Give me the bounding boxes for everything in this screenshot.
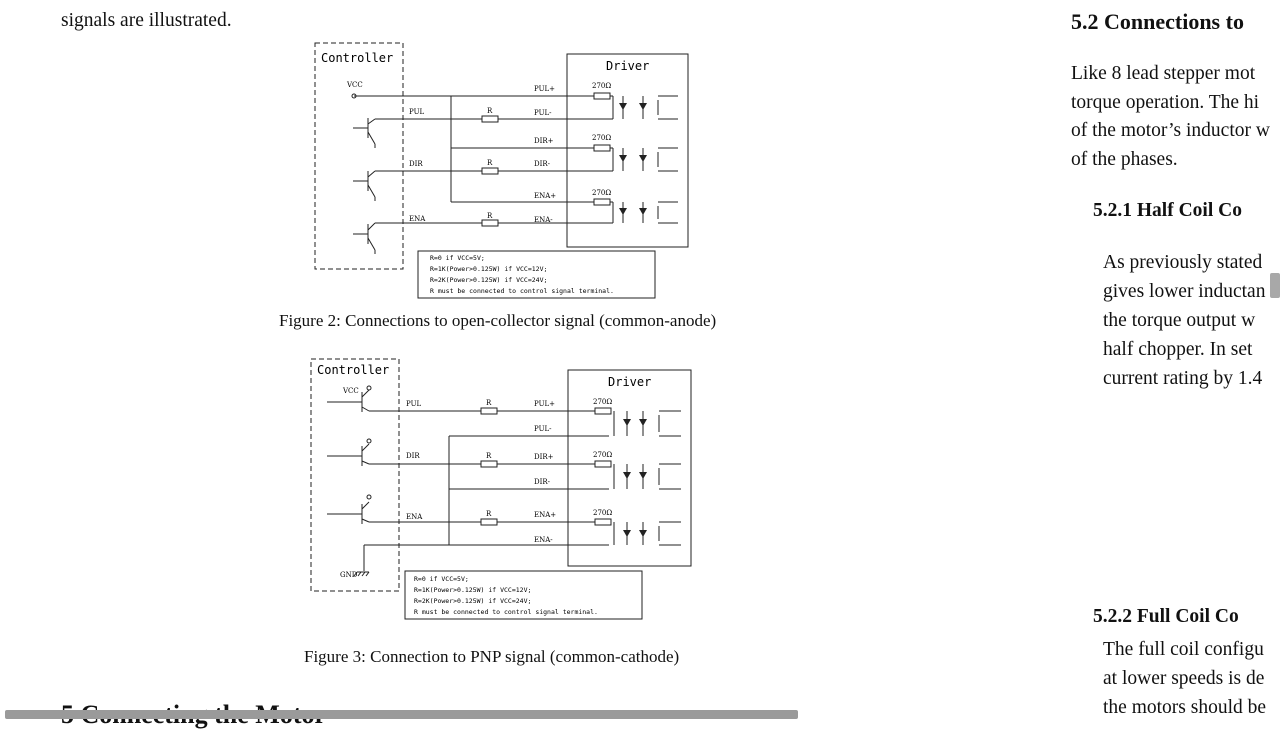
fig3-270-1: 270Ω [593, 398, 612, 406]
fig2-pin-6: ENA- [534, 216, 553, 224]
fig3-gnd-label: GND [340, 571, 358, 579]
sub1-line-5: current rating by 1.4 [1103, 368, 1263, 389]
fig2-r3: R [487, 212, 493, 220]
intro-line-1: Like 8 lead stepper mot [1071, 63, 1256, 84]
fig2-pin-2: PUL- [534, 109, 552, 117]
fig3-270-2: 270Ω [593, 451, 612, 459]
vertical-scrollbar-thumb[interactable] [1270, 273, 1280, 298]
fig3-r2: R [486, 452, 492, 460]
fig3-signal-dir: DIR [406, 452, 420, 460]
sub1-line-3: the torque output w [1103, 310, 1256, 331]
fig2-signal-dir: DIR [409, 160, 423, 168]
fig2-r2: R [487, 159, 493, 167]
figure-2-caption: Figure 2: Connections to open-collector … [279, 311, 717, 330]
section-heading-5-2: 5.2 Connections to [1071, 9, 1244, 34]
fig3-pin-1: PUL+ [534, 400, 555, 408]
fig3-driver-label: Driver [608, 375, 651, 389]
fig3-r1: R [486, 399, 492, 407]
fig2-pin-5: ENA+ [534, 192, 556, 200]
fig2-270-1: 270Ω [592, 82, 611, 90]
fig2-signal-ena: ENA [409, 215, 426, 223]
sub2-line-3: the motors should be [1103, 697, 1267, 718]
fig2-r1: R [487, 107, 493, 115]
fig3-pin-2: PUL- [534, 425, 552, 433]
fig2-note-3: R=2K(Power>0.125W) if VCC=24V; [430, 276, 547, 284]
sub2-line-2: at lower speeds is de [1103, 668, 1265, 689]
fig3-note-3: R=2K(Power>0.125W) if VCC=24V; [414, 597, 531, 605]
intro-line-3: of the motor’s inductor w [1071, 120, 1270, 141]
fig3-vcc-label: VCC [342, 387, 359, 395]
horizontal-scrollbar-thumb[interactable] [5, 710, 798, 719]
figure-3-svg: Controller Driver VCC GND PUL DIR ENA R … [310, 358, 692, 620]
subsection-heading-5-2-1: 5.2.1 Half Coil Co [1093, 200, 1242, 221]
fig2-note-2: R=1K(Power>0.125W) if VCC=12V; [430, 265, 547, 273]
fig3-note-4: R must be connected to control signal te… [414, 608, 598, 616]
fig2-270-2: 270Ω [592, 134, 611, 142]
fig2-note-1: R=0 if VCC=5V; [430, 254, 485, 262]
fig3-pin-4: DIR- [534, 478, 551, 486]
figure-3-diagram: Controller Driver VCC GND PUL DIR ENA R … [309, 356, 695, 622]
fig2-pin-1: PUL+ [534, 85, 555, 93]
fig2-pin-4: DIR- [534, 160, 551, 168]
subsection-heading-5-2-2: 5.2.2 Full Coil Co [1093, 606, 1239, 627]
figure-2-svg: Controller Driver VCC PUL DIR ENA R R R … [314, 42, 689, 299]
body-text-top: signals are illustrated. [61, 10, 232, 31]
fig3-controller-label: Controller [317, 363, 389, 377]
sub1-line-1: As previously stated [1103, 252, 1263, 273]
fig3-pin-3: DIR+ [534, 453, 554, 461]
fig3-pin-6: ENA- [534, 536, 553, 544]
fig3-signal-pul: PUL [406, 400, 421, 408]
sub2-line-1: The full coil configu [1103, 639, 1264, 660]
fig2-note-4: R must be connected to control signal te… [430, 287, 614, 295]
fig3-pin-5: ENA+ [534, 511, 556, 519]
fig2-pin-3: DIR+ [534, 137, 554, 145]
fig3-note-1: R=0 if VCC=5V; [414, 575, 469, 583]
sub1-line-4: half chopper. In set [1103, 339, 1253, 360]
fig3-note-2: R=1K(Power>0.125W) if VCC=12V; [414, 586, 531, 594]
fig3-270-3: 270Ω [593, 509, 612, 517]
intro-line-2: torque operation. The hi [1071, 92, 1260, 113]
figure-3-caption: Figure 3: Connection to PNP signal (comm… [304, 647, 680, 666]
fig2-270-3: 270Ω [592, 189, 611, 197]
fig2-vcc-label: VCC [346, 81, 363, 89]
sub1-line-2: gives lower inductan [1103, 281, 1266, 302]
figure-2-diagram: Controller Driver VCC PUL DIR ENA R R R … [313, 40, 693, 302]
fig2-driver-label: Driver [606, 59, 649, 73]
intro-line-4: of the phases. [1071, 149, 1178, 170]
fig2-signal-pul: PUL [409, 108, 424, 116]
fig3-signal-ena: ENA [406, 513, 423, 521]
fig3-r3: R [486, 510, 492, 518]
fig2-controller-label: Controller [321, 51, 393, 65]
